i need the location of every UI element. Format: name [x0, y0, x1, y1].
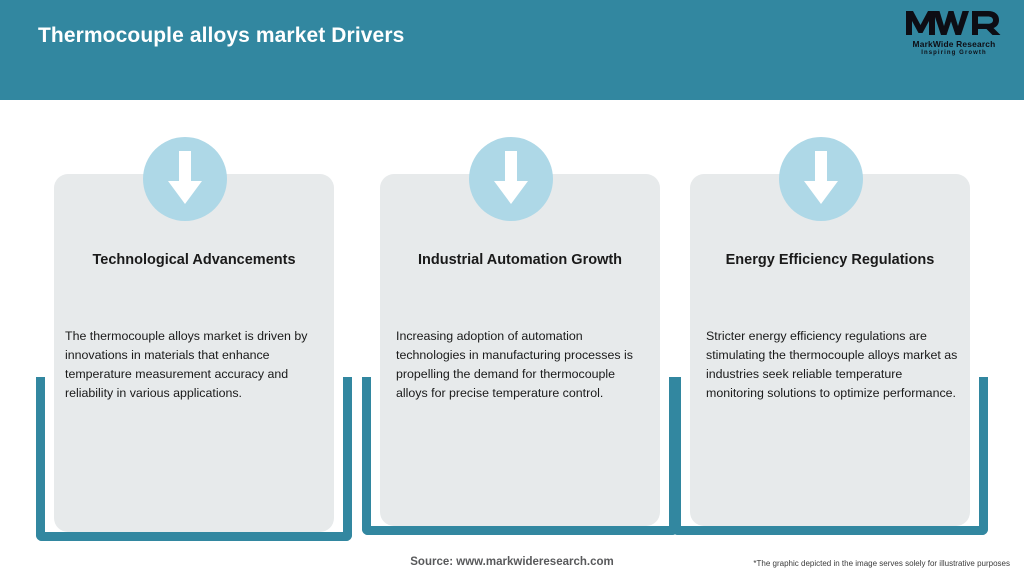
- page-title: Thermocouple alloys market Drivers: [38, 24, 405, 47]
- logo-tagline: Inspiring Growth: [921, 50, 987, 56]
- logo-company-name: MarkWide Research: [912, 39, 996, 49]
- card-body-text: Increasing adoption of automation techno…: [396, 329, 633, 400]
- driver-card-3: Energy Efficiency Regulations Stricter e…: [672, 100, 988, 540]
- page-header: Thermocouple alloys market Drivers MarkW…: [0, 0, 1024, 100]
- card-panel: Technological Advancements The thermocou…: [54, 174, 334, 532]
- card-title: Industrial Automation Growth: [417, 252, 623, 268]
- brand-logo: MarkWide Research Inspiring Growth: [900, 8, 1008, 64]
- mwr-logo-icon: [906, 11, 1001, 35]
- card-title: Energy Efficiency Regulations: [725, 252, 935, 268]
- card-body-text: The thermocouple alloys market is driven…: [65, 329, 308, 400]
- down-arrow-icon: [143, 137, 227, 221]
- card-accent-frame: [672, 377, 988, 535]
- card-panel: Industrial Automation Growth Increasing …: [380, 174, 660, 526]
- disclaimer-note: *The graphic depicted in the image serve…: [753, 559, 1010, 568]
- card-accent-frame: [36, 377, 352, 541]
- card-body-text: Stricter energy efficiency regulations a…: [706, 329, 958, 400]
- down-arrow-icon: [779, 137, 863, 221]
- drivers-card-row: Technological Advancements The thermocou…: [0, 100, 1024, 541]
- driver-card-1: Technological Advancements The thermocou…: [36, 100, 352, 541]
- card-title: Technological Advancements: [92, 252, 296, 268]
- card-panel: Energy Efficiency Regulations Stricter e…: [690, 174, 970, 526]
- down-arrow-icon: [469, 137, 553, 221]
- source-label: Source: www.markwideresearch.com: [410, 556, 614, 568]
- driver-card-2: Industrial Automation Growth Increasing …: [362, 100, 678, 540]
